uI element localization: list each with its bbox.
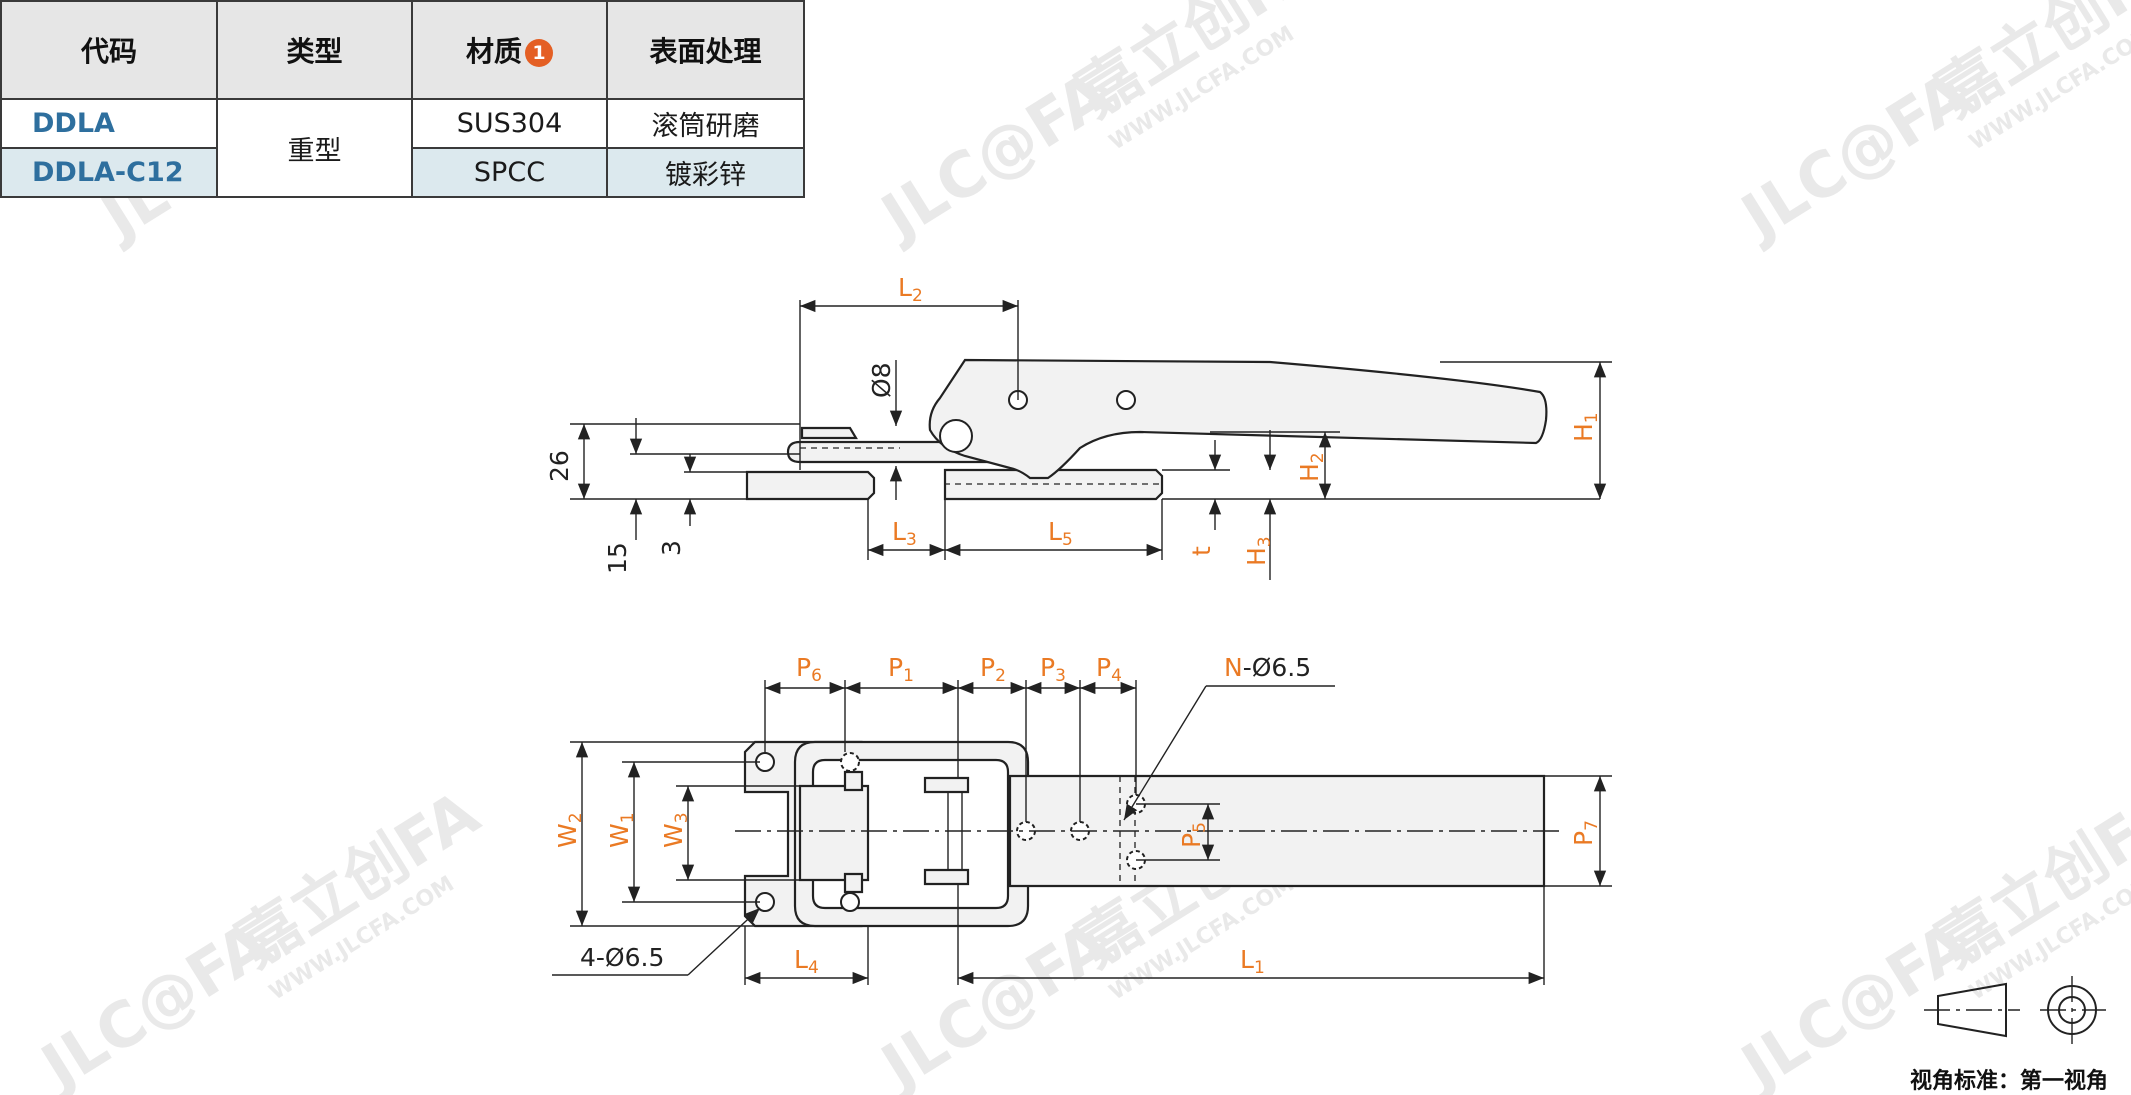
watermark-brand: 嘉立创FA: [1064, 0, 1331, 131]
side-pin-hole: [1116, 390, 1136, 410]
dim-L2: L2: [898, 273, 923, 306]
side-handle: [928, 358, 1548, 480]
dim-P3: P3: [1040, 653, 1066, 686]
dim-15: 15: [603, 542, 632, 574]
dim-3: 3: [657, 540, 686, 556]
dim-W2: W2: [553, 812, 586, 848]
dim-H1: H1: [1569, 412, 1602, 442]
table-row: DDLA 重型 SUS304 滚筒研磨: [0, 98, 805, 198]
cell-material: SPCC: [411, 147, 608, 198]
cell-type: 重型: [216, 98, 413, 198]
note-badge-icon: 1: [525, 39, 553, 67]
dim-phi8: Ø8: [867, 362, 896, 398]
side-pivot-hole: [939, 419, 973, 453]
dim-L5: L5: [1048, 517, 1073, 550]
top-view: P6 P1 P2 P3 P4 N-Ø6.5 W2 W1 W3 P5 P7: [552, 653, 1612, 985]
dim-t: t: [1187, 546, 1216, 556]
dim-H3: H3: [1242, 536, 1275, 566]
top-mount-hole: [840, 752, 860, 772]
header-type: 类型: [216, 0, 413, 100]
dim-N-holes: N-Ø6.5: [1224, 653, 1311, 682]
dim-P2: P2: [980, 653, 1006, 686]
cell-material: SUS304: [411, 98, 608, 149]
first-angle-projection-icon: [1924, 976, 2106, 1044]
cell-code: DDLA-C12: [0, 147, 218, 198]
top-clevis: [923, 776, 970, 886]
dim-P1: P1: [888, 653, 914, 686]
dim-L3: L3: [892, 517, 917, 550]
side-hook-plate: [800, 426, 858, 440]
dim-H2: H2: [1295, 452, 1328, 482]
dim-P7: P7: [1569, 820, 1602, 846]
header-code: 代码: [0, 0, 218, 100]
cell-surface: 滚筒研磨: [606, 98, 805, 149]
dim-P5: P5: [1177, 822, 1210, 848]
dim-L4: L4: [794, 945, 819, 978]
dim-W3: W3: [659, 812, 692, 848]
dim-L1: L1: [1240, 945, 1265, 978]
dim-P4: P4: [1096, 653, 1122, 686]
dim-P6: P6: [796, 653, 822, 686]
header-surface: 表面处理: [606, 0, 805, 100]
dim-26: 26: [545, 450, 574, 482]
side-view: L2 Ø8 26 15 3 L3 L5 t: [545, 273, 1612, 580]
dim-W1: W1: [605, 812, 638, 848]
dim-4-holes: 4-Ø6.5: [580, 943, 664, 972]
top-hook-tongue: [798, 784, 870, 882]
table-row: DDLA-C12 SPCC 镀彩锌: [0, 147, 805, 198]
projection-label: 视角标准：第一视角: [1910, 1069, 2109, 1094]
side-hook-base: [745, 470, 876, 501]
cell-surface: 镀彩锌: [606, 147, 805, 198]
top-mount-hole: [840, 892, 860, 912]
top-hinge-block: [843, 770, 864, 894]
cell-code: DDLA: [0, 98, 218, 149]
